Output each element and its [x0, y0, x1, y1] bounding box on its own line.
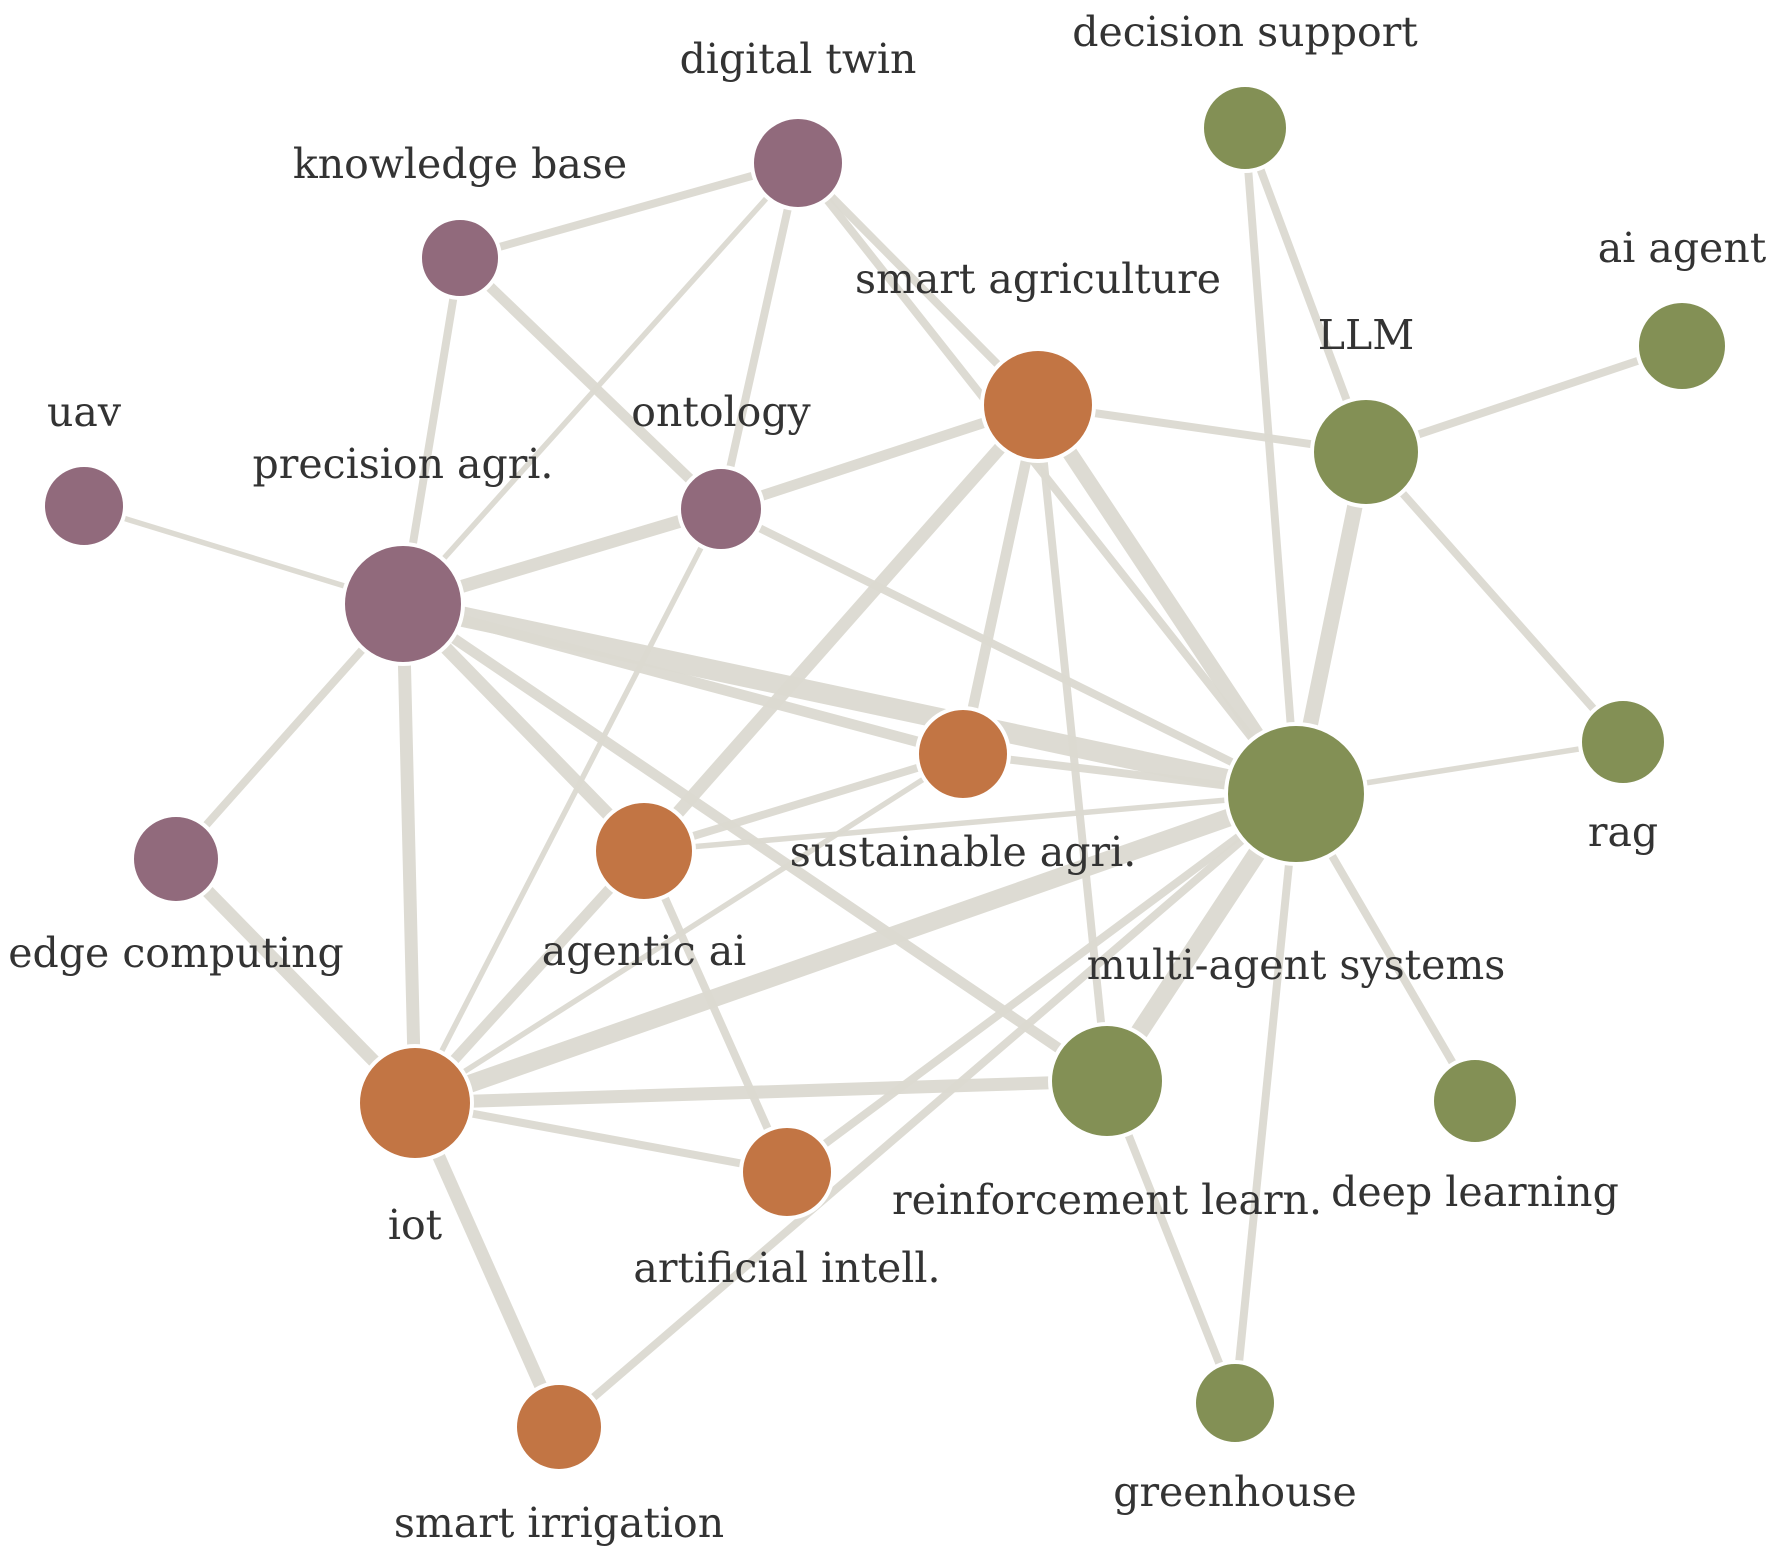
edge-decision-support-multi-agent-systems: [1241, 124, 1300, 798]
edge-decision-support-llm: [1241, 124, 1370, 456]
node-ai-agent[interactable]: [1635, 299, 1729, 393]
edge-multi-agent-systems-greenhouse: [1231, 790, 1300, 1407]
node-label-llm: LLM: [1318, 311, 1414, 359]
node-artificial-intell[interactable]: [739, 1124, 835, 1220]
edge-knowledge-base-digital-twin: [456, 159, 802, 262]
edge-agentic-ai-multi-agent-systems: [641, 791, 1299, 854]
node-label-multi-agent-systems: multi-agent systems: [1087, 941, 1506, 989]
node-iot[interactable]: [356, 1044, 474, 1162]
edge-digital-twin-ontology: [717, 159, 802, 513]
node-label-sustainable-agri: sustainable agri.: [790, 828, 1136, 876]
node-label-iot: iot: [388, 1201, 443, 1249]
node-edge-computing[interactable]: [130, 813, 222, 905]
node-label-greenhouse: greenhouse: [1113, 1468, 1357, 1516]
node-label-ontology: ontology: [631, 388, 811, 436]
edge-agentic-ai-artificial-intell: [640, 847, 791, 1176]
edge-digital-twin-precision-agri: [400, 160, 801, 607]
node-label-artificial-intell: artificial intell.: [633, 1244, 940, 1292]
node-label-edge-computing: edge computing: [8, 929, 343, 977]
node-reinforcement-learn[interactable]: [1048, 1022, 1166, 1140]
edge-smart-agriculture-sustainable-agri: [957, 399, 1044, 760]
node-smart-agriculture[interactable]: [980, 347, 1096, 463]
edge-iot-smart-irrigation: [408, 1096, 566, 1434]
edge-precision-agri-iot: [396, 597, 422, 1110]
node-label-precision-agri: precision agri.: [253, 440, 554, 488]
node-label-decision-support: decision support: [1072, 8, 1418, 56]
node-precision-agri[interactable]: [341, 542, 465, 666]
edge-precision-agri-multi-agent-systems: [392, 593, 1307, 805]
node-deep-learning[interactable]: [1430, 1056, 1520, 1146]
node-label-smart-agriculture: smart agriculture: [855, 255, 1221, 303]
node-label-knowledge-base: knowledge base: [293, 140, 627, 188]
node-label-rag: rag: [1588, 808, 1658, 856]
node-llm[interactable]: [1310, 396, 1422, 508]
edge-iot-multi-agent-systems: [406, 785, 1305, 1112]
node-label-smart-irrigation: smart irrigation: [394, 1499, 724, 1547]
node-digital-twin[interactable]: [750, 115, 846, 211]
node-multi-agent-systems[interactable]: [1224, 722, 1368, 866]
edge-sustainable-agri-agentic-ai: [640, 750, 967, 855]
node-smart-irrigation[interactable]: [513, 1381, 605, 1473]
edge-smart-agriculture-agentic-ai: [637, 398, 1045, 858]
node-decision-support[interactable]: [1200, 83, 1290, 173]
edge-llm-rag: [1362, 448, 1627, 746]
node-knowledge-base[interactable]: [418, 216, 502, 300]
node-label-reinforcement-learn: reinforcement learn.: [892, 1176, 1322, 1224]
edge-sustainable-agri-iot: [412, 751, 966, 1106]
node-label-ai-agent: ai agent: [1598, 224, 1767, 272]
node-label-deep-learning: deep learning: [1331, 1168, 1619, 1216]
node-layer: [41, 83, 1729, 1473]
node-uav[interactable]: [41, 463, 127, 549]
edge-iot-reinforcement-learn: [408, 1074, 1114, 1110]
node-ontology[interactable]: [677, 465, 765, 553]
node-agentic-ai[interactable]: [592, 799, 696, 903]
edge-knowledge-base-ontology: [454, 252, 727, 515]
node-greenhouse[interactable]: [1192, 1360, 1278, 1446]
edge-iot-artificial-intell: [411, 1099, 791, 1176]
edge-ontology-multi-agent-systems: [717, 505, 1300, 798]
edge-artificial-intell-multi-agent-systems: [783, 790, 1300, 1176]
node-label-digital-twin: digital twin: [680, 35, 917, 83]
node-label-agentic-ai: agentic ai: [542, 927, 747, 975]
edge-smart-agriculture-multi-agent-systems: [1030, 397, 1304, 802]
edge-layer: [81, 124, 1686, 1434]
label-layer: digital twin knowledge base uav precision a…: [8, 8, 1766, 1547]
node-sustainable-agri[interactable]: [915, 706, 1011, 802]
node-label-uav: uav: [47, 388, 122, 436]
edge-ontology-iot: [412, 506, 724, 1106]
edge-smart-irrigation-multi-agent-systems: [555, 790, 1300, 1431]
node-rag[interactable]: [1578, 697, 1668, 787]
